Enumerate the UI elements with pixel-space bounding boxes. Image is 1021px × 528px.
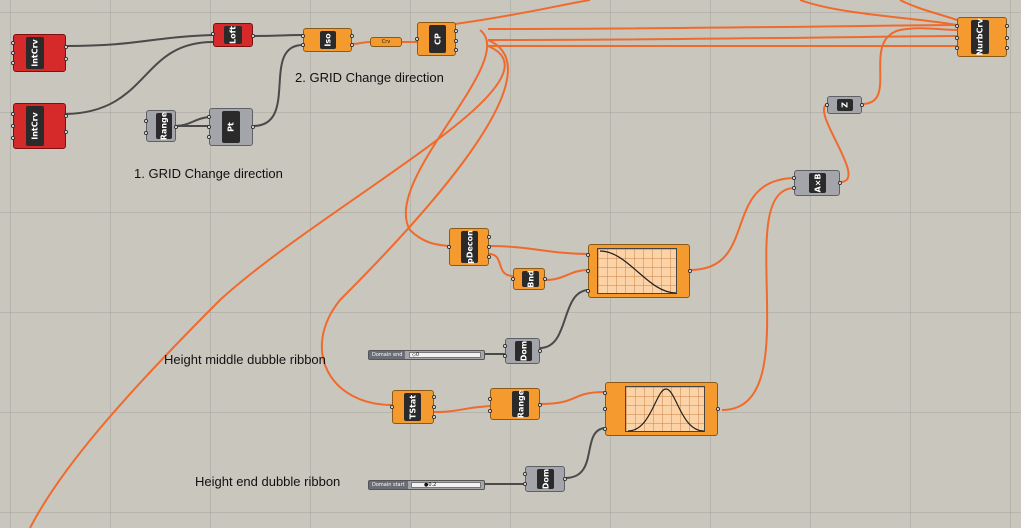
wire <box>823 103 850 183</box>
wire <box>564 427 606 479</box>
wire <box>539 289 589 349</box>
wire <box>433 405 491 413</box>
component-label: pDecon <box>465 230 474 264</box>
wire <box>65 34 214 47</box>
cp-component[interactable]: CP <box>415 22 458 56</box>
component-label: Pt <box>226 122 236 132</box>
slider-value: ◇0 <box>412 352 420 358</box>
intcrv-component[interactable]: IntCrv <box>11 34 68 72</box>
iso-component[interactable]: Iso <box>301 28 354 52</box>
bezier-curve-icon <box>599 250 677 294</box>
wire <box>487 24 958 30</box>
component-label: Z <box>840 102 850 108</box>
slider-label: Domain end <box>369 351 406 359</box>
wire <box>174 116 210 127</box>
wire <box>252 44 304 127</box>
bell-curve-icon <box>627 388 705 432</box>
multiply-component[interactable]: A×B <box>792 170 842 196</box>
graph-mapper-component[interactable] <box>586 244 692 298</box>
wire <box>539 391 606 405</box>
pt-component[interactable]: Pt <box>207 108 255 146</box>
annotation-grid-1: 1. GRID Change direction <box>134 166 283 181</box>
component-label: Range <box>516 389 525 419</box>
bnd-component[interactable]: Bnd <box>511 268 547 290</box>
wire <box>320 39 509 406</box>
wire <box>487 35 958 41</box>
wire <box>488 245 589 255</box>
range-component[interactable]: Range <box>488 388 542 420</box>
slider-track[interactable] <box>411 482 481 488</box>
annotation-height-middle: Height middle dubble ribbon <box>164 352 326 367</box>
component-label: IntCrv <box>30 112 40 140</box>
crv-parameter[interactable]: Crv <box>370 37 402 47</box>
tstat-component[interactable]: TStat <box>390 390 436 424</box>
dom-component[interactable]: Dom <box>503 338 542 364</box>
nurbscrv-component[interactable]: NurbCrv <box>955 17 1009 57</box>
wire <box>65 41 214 115</box>
wire <box>454 0 591 25</box>
component-label: Range <box>159 111 169 141</box>
component-label: A×B <box>813 173 822 193</box>
slider-label: Domain start <box>369 481 408 489</box>
component-label: NurbCrv <box>975 18 985 56</box>
graph-mapper-component[interactable] <box>603 382 720 436</box>
wire <box>404 29 489 247</box>
loft-component[interactable]: Loft <box>211 23 255 47</box>
parameter-label: Crv <box>381 39 391 45</box>
wire <box>899 0 958 21</box>
domain-start-slider[interactable]: Domain start ●0.2 <box>368 480 485 490</box>
wire <box>721 187 795 411</box>
wire <box>488 253 514 277</box>
wire <box>861 27 958 105</box>
component-label: Dom <box>519 340 528 362</box>
z-component[interactable]: Z <box>825 96 864 114</box>
wire <box>799 0 958 26</box>
slider-track[interactable] <box>409 352 481 358</box>
intcrv-component[interactable]: IntCrv <box>11 103 68 149</box>
wire <box>544 269 589 281</box>
annotation-grid-2: 2. GRID Change direction <box>295 70 444 85</box>
wire <box>252 34 304 37</box>
annotation-height-end: Height end dubble ribbon <box>195 474 341 489</box>
pdecon-component[interactable]: pDecon <box>447 228 491 266</box>
wire <box>29 45 506 528</box>
dom-component[interactable]: Dom <box>523 466 567 492</box>
slider-value: ●0.2 <box>424 482 437 488</box>
graph-mapper-display[interactable] <box>625 386 705 432</box>
range-component[interactable]: Range <box>144 110 178 142</box>
component-label: Loft <box>228 26 238 44</box>
component-label: Bnd <box>526 270 535 288</box>
component-label: TStat <box>408 394 417 420</box>
component-label: CP <box>433 33 442 45</box>
wire <box>689 177 795 271</box>
domain-end-slider[interactable]: Domain end ◇0 <box>368 350 485 360</box>
component-label: IntCrv <box>30 39 40 67</box>
wire <box>351 41 371 45</box>
component-label: Iso <box>323 33 333 47</box>
graph-mapper-display[interactable] <box>597 248 677 294</box>
component-label: Dom <box>541 468 550 490</box>
